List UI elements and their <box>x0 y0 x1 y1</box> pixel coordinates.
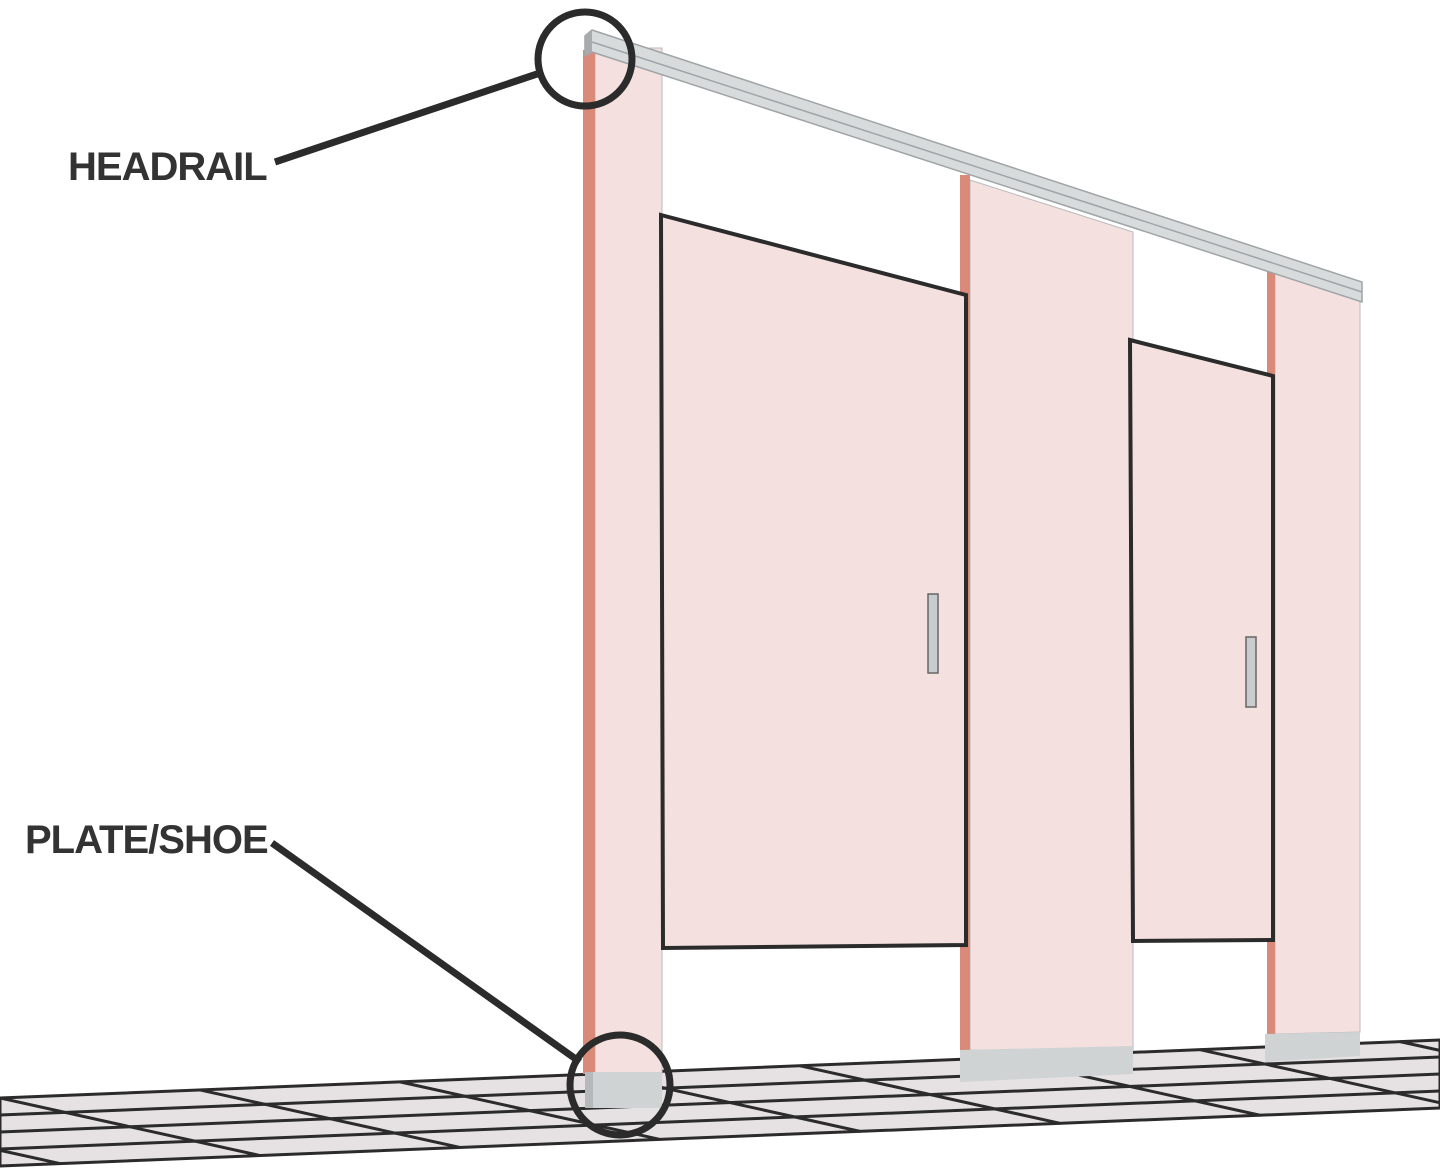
floor-grid-line <box>799 1064 1061 1125</box>
floor-grid-line <box>0 1055 1440 1117</box>
headrail-callout <box>273 8 636 166</box>
panel-left <box>583 47 663 1108</box>
tile-floor <box>0 1038 1440 1168</box>
plate-shoe-callout <box>269 840 674 1139</box>
floor-grid-line <box>0 1072 1440 1134</box>
panel-middle <box>960 175 1134 1082</box>
floor-grid-line <box>0 1096 261 1157</box>
door-handle <box>1245 636 1257 708</box>
door-right <box>1127 337 1275 944</box>
door-handle <box>927 593 939 674</box>
headrail <box>584 29 1363 304</box>
plate-shoe-label: PLATE/SHOE <box>25 818 268 862</box>
floor-grid-line <box>399 1080 661 1141</box>
door-left <box>658 212 968 951</box>
plate-shoe-left <box>585 1072 662 1108</box>
plate-shoe-middle <box>960 1046 1133 1082</box>
headrail-label: HEADRAIL <box>68 145 267 189</box>
floor-grid-line <box>199 1088 461 1149</box>
panel-right <box>1265 270 1361 1062</box>
plate-shoe-right <box>1265 1032 1360 1062</box>
floor-grid-line <box>0 1148 61 1166</box>
floor-grid-line <box>1199 1048 1440 1105</box>
